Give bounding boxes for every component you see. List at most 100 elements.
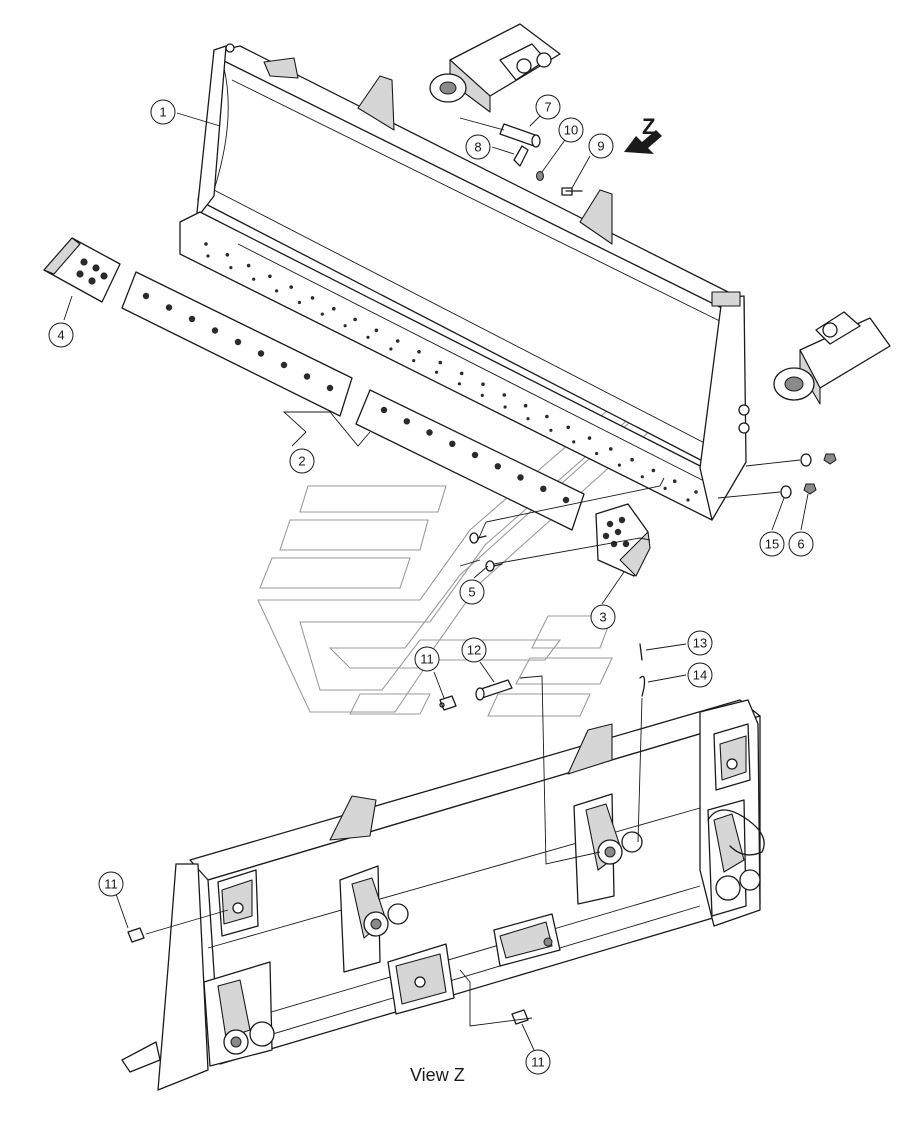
bolt-hole (389, 347, 393, 351)
bolt-hole (310, 296, 315, 300)
callout-13-label: 13 (693, 636, 707, 651)
bolt-hole (630, 457, 634, 462)
bolt-hole (595, 451, 599, 456)
washer-part-10 (536, 171, 544, 181)
callout-12-label: 12 (467, 643, 481, 658)
bolt-hole (566, 425, 570, 430)
callout-11-bottom-label: 11 (531, 1055, 545, 1070)
bolt-hole (165, 304, 173, 311)
callout-5: 5 (459, 579, 485, 605)
bolt-hole (303, 373, 311, 380)
bolt-hole (403, 418, 410, 425)
bolt-hole (297, 300, 301, 305)
push-arm-bracket-right (773, 311, 891, 405)
callout-12: 12 (461, 637, 487, 663)
end-bit-right (595, 503, 651, 577)
callout-1-label: 1 (159, 105, 166, 120)
bolt-hole (651, 468, 656, 473)
cutting-edge-holes (142, 292, 570, 504)
callout-14: 14 (687, 662, 713, 688)
bolt-hole (494, 463, 501, 470)
bolt-hole (471, 451, 479, 459)
bolt-hole (326, 384, 334, 392)
bolt-hole (481, 382, 485, 387)
callout-4: 4 (48, 322, 74, 348)
bolt-part-9 (561, 187, 583, 196)
bolt-hole (246, 263, 251, 268)
callout-11-mid: 11 (414, 646, 440, 672)
end-bit-left (43, 237, 121, 303)
callout-2-label: 2 (298, 454, 305, 469)
callout-11-mid-label: 11 (420, 652, 434, 667)
bolt-hole (517, 474, 524, 481)
bolt-hole (204, 242, 208, 246)
bolt-hole (366, 335, 370, 339)
callout-7-label: 7 (544, 100, 551, 115)
blade-assembly (179, 43, 750, 521)
bolt-hole (562, 496, 570, 504)
callout-10: 10 (558, 117, 584, 143)
view-z-arrow-label: Z (642, 114, 655, 139)
bolt-hole (480, 393, 484, 397)
bolt-hole (572, 440, 576, 444)
grease-fitting-part-11 (439, 695, 457, 711)
pin-part-12 (475, 679, 513, 701)
bolt-hole (412, 359, 416, 363)
bolt-hole (332, 306, 336, 311)
pin-part-7 (499, 123, 541, 148)
callout-15: 15 (759, 531, 785, 557)
callout-14-label: 14 (693, 668, 707, 683)
bolt-hole (426, 429, 433, 436)
bolt-hole (663, 486, 667, 490)
bolt-hole (523, 403, 528, 408)
bolt-hole (449, 440, 456, 447)
callout-6: 6 (788, 531, 814, 557)
bolt-hole (417, 350, 421, 354)
bolt-hole (526, 417, 530, 421)
bolt-hole (188, 315, 196, 323)
callout-11-bottom: 11 (525, 1049, 551, 1075)
view-z-arrow: Z (624, 114, 662, 154)
callout-8: 8 (465, 134, 491, 160)
bolt-hole (206, 254, 210, 258)
bolt-hole (374, 328, 379, 333)
bolt-hole (380, 406, 388, 414)
bolt-hole (211, 327, 219, 334)
callout-4-label: 4 (57, 328, 64, 343)
blade-bolt-holes (204, 242, 698, 502)
callout-10-label: 10 (564, 123, 578, 138)
frame-leaders (115, 675, 643, 1051)
callout-8-label: 8 (474, 140, 481, 155)
bolt-hole (502, 393, 507, 397)
bolt-hole (343, 324, 347, 328)
bolt-hole (320, 312, 324, 316)
bolt-hole (395, 339, 400, 343)
callout-1: 1 (150, 99, 176, 125)
callout-7: 7 (535, 94, 561, 120)
bolt-hole (549, 428, 553, 432)
callout-3-label: 3 (599, 610, 606, 625)
bolt-hole (252, 277, 256, 281)
bolt-hole (617, 463, 622, 467)
callout-11-left: 11 (98, 871, 124, 897)
assembly-leaders (459, 117, 801, 567)
bolt-hole (353, 317, 357, 322)
callout-11-left-label: 11 (104, 877, 118, 892)
bolt-hole (229, 266, 233, 270)
bolt-hole (438, 360, 443, 365)
callout-9-label: 9 (597, 139, 604, 154)
bolt-hole (280, 361, 288, 369)
cotter-part-13 (639, 643, 643, 661)
bolt-hole (694, 490, 698, 494)
view-z-caption: View Z (410, 1065, 465, 1085)
bolt-hole (686, 498, 690, 502)
bolt-hole (545, 414, 549, 419)
callout-6-label: 6 (797, 537, 804, 552)
callout-5-label: 5 (468, 585, 475, 600)
cutting-edge-right (355, 389, 585, 531)
push-arm-bracket-top (429, 23, 561, 113)
bolt-hole (640, 475, 644, 479)
bolt-hole (225, 253, 230, 257)
callout-15-label: 15 (765, 537, 779, 552)
